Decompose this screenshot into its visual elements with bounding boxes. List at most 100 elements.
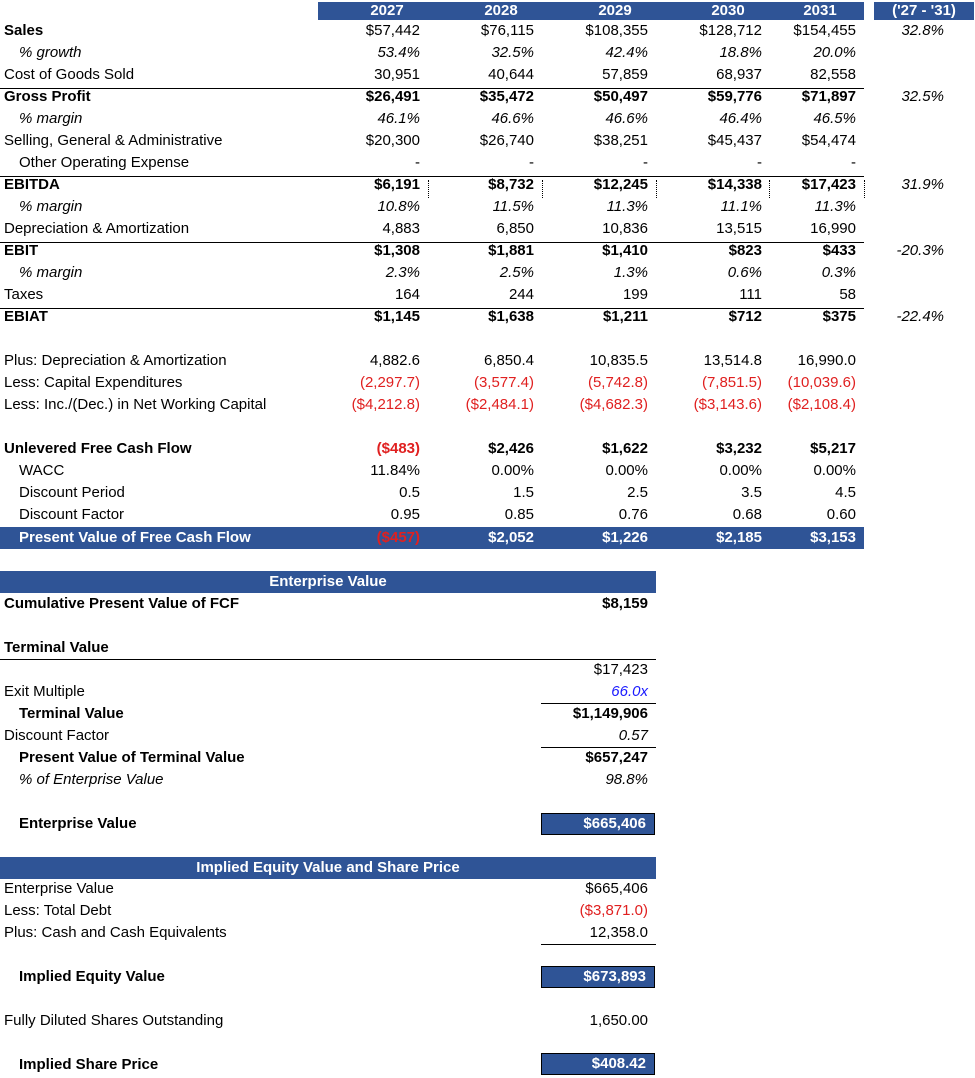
- cell-2029: 2.5: [627, 484, 648, 501]
- terminal-ebitda-row: $17,423: [0, 659, 975, 681]
- share-price-box: $408.42: [541, 1053, 655, 1075]
- row-label: Sales: [4, 22, 44, 39]
- exit-multiple-row: Exit Multiple 66.0x: [0, 681, 975, 703]
- ebitda-dotted-divider: [769, 180, 770, 198]
- cagr-value: 32.5%: [901, 88, 944, 105]
- cell-2027: ($4,212.8): [351, 396, 420, 413]
- row-label: % margin: [19, 110, 83, 127]
- shares-value: 1,650.00: [589, 1012, 648, 1029]
- cell-2031: 16,990: [810, 220, 856, 237]
- divider: [0, 176, 864, 177]
- cell-2030: $712: [728, 308, 762, 325]
- ev-discount-factor-row: Discount Factor 0.57: [0, 725, 975, 747]
- eq-ev-row: Enterprise Value $665,406: [0, 878, 975, 900]
- row-label: Present Value of Free Cash Flow: [19, 529, 251, 546]
- debt-label: Less: Total Debt: [4, 902, 112, 919]
- terminal-value-value: $1,149,906: [572, 705, 648, 722]
- cell-2028: 0.00%: [491, 462, 534, 479]
- terminal-title: Terminal Value: [4, 639, 109, 656]
- cell-2029: 57,859: [602, 66, 648, 83]
- cell-2030: 13,515: [716, 220, 762, 237]
- exit-multiple-label: Exit Multiple: [4, 683, 85, 700]
- row-label: WACC: [19, 462, 65, 479]
- cell-2028: 0.85: [504, 506, 534, 523]
- cum-pv-label: Cumulative Present Value of FCF: [4, 595, 240, 612]
- row-label: Plus: Depreciation & Amortization: [4, 352, 227, 369]
- cell-2030: 0.6%: [727, 264, 762, 281]
- cell-2027: $1,145: [374, 308, 420, 325]
- row-label: EBITDA: [4, 176, 60, 193]
- row-label: Discount Period: [19, 484, 125, 501]
- pv-tv-row: Present Value of Terminal Value $657,247: [0, 747, 975, 769]
- cell-2029: 46.6%: [605, 110, 648, 127]
- row-nwc: Less: Inc./(Dec.) in Net Working Capital…: [0, 394, 975, 416]
- cell-2031: 82,558: [810, 66, 856, 83]
- row-ebit: EBIT$1,308$1,881$1,410$823$433-20.3%: [0, 240, 975, 262]
- cell-2029: $1,211: [602, 308, 648, 325]
- cell-2028: $1,638: [488, 308, 534, 325]
- pct-ev-row: % of Enterprise Value 98.8%: [0, 769, 975, 791]
- row-label: Less: Inc./(Dec.) in Net Working Capital: [4, 396, 267, 413]
- cell-2027: -: [415, 154, 420, 171]
- divider: [541, 944, 656, 945]
- cell-2030: $59,776: [707, 88, 762, 105]
- year-header-2027: 2027: [370, 2, 404, 19]
- row-ebiat: EBIAT$1,145$1,638$1,211$712$375-22.4%: [0, 306, 975, 328]
- enterprise-value-header: Enterprise Value: [0, 571, 656, 593]
- divider: [0, 308, 864, 309]
- cell-2029: 199: [622, 286, 648, 303]
- row-gross-profit: Gross Profit$26,491$35,472$50,497$59,776…: [0, 86, 975, 108]
- cell-2028: -: [529, 154, 534, 171]
- cell-2027: $57,442: [365, 22, 420, 39]
- row-label: Less: Capital Expenditures: [4, 374, 183, 391]
- cell-2030: $14,338: [707, 176, 762, 193]
- year-header-band: [318, 2, 864, 20]
- equity-value-box: $673,893: [541, 966, 655, 988]
- cell-2030: 11.1%: [720, 198, 762, 215]
- cell-2031: 4.5: [835, 484, 856, 501]
- cell-2028: 46.6%: [491, 110, 534, 127]
- cash-row: Plus: Cash and Cash Equivalents 12,358.0: [0, 922, 975, 944]
- row-label: Depreciation & Amortization: [4, 220, 190, 237]
- cell-2028: ($2,484.1): [465, 396, 534, 413]
- row-capex: Less: Capital Expenditures(2,297.7)(3,57…: [0, 372, 975, 394]
- year-header-2030: 2030: [711, 2, 745, 19]
- cell-2030: 0.68: [732, 506, 762, 523]
- cell-2027: 11.84%: [370, 462, 420, 479]
- cell-2029: 10,835.5: [589, 352, 648, 369]
- row-label: Gross Profit: [4, 88, 91, 105]
- row-label: % margin: [19, 198, 83, 215]
- terminal-ebitda-value: $17,423: [593, 661, 648, 678]
- cell-2031: 0.60: [826, 506, 856, 523]
- cell-2027: 46.1%: [377, 110, 420, 127]
- cell-2029: 0.76: [618, 506, 648, 523]
- cell-2027: 10.8%: [377, 198, 420, 215]
- cum-pv-row: Cumulative Present Value of FCF $8,159: [0, 593, 975, 615]
- pv-tv-value: $657,247: [585, 749, 648, 766]
- cell-2029: $12,245: [593, 176, 648, 193]
- cell-2027: 0.95: [390, 506, 420, 523]
- cell-2031: $71,897: [801, 88, 856, 105]
- cell-2027: $26,491: [365, 88, 420, 105]
- cell-2027: 53.4%: [377, 44, 420, 61]
- cell-2028: $26,740: [479, 132, 534, 149]
- row-plus-da: Plus: Depreciation & Amortization 4,882.6…: [0, 350, 975, 372]
- cell-2029: 0.00%: [605, 462, 648, 479]
- cell-2031: $154,455: [793, 22, 856, 39]
- cell-2030: ($3,143.6): [693, 396, 762, 413]
- debt-row: Less: Total Debt ($3,871.0): [0, 900, 975, 922]
- cell-2030: $45,437: [707, 132, 762, 149]
- ev-label: Enterprise Value: [19, 815, 137, 832]
- cell-2030: 18.8%: [719, 44, 762, 61]
- cell-2031: $5,217: [810, 440, 856, 457]
- equity-row: Implied Equity Value: [0, 966, 975, 988]
- cell-2030: (7,851.5): [701, 374, 762, 391]
- cell-2027: 4,882.6: [369, 352, 420, 369]
- cell-2030: 3.5: [741, 484, 762, 501]
- exit-multiple-value: 66.0x: [611, 683, 648, 700]
